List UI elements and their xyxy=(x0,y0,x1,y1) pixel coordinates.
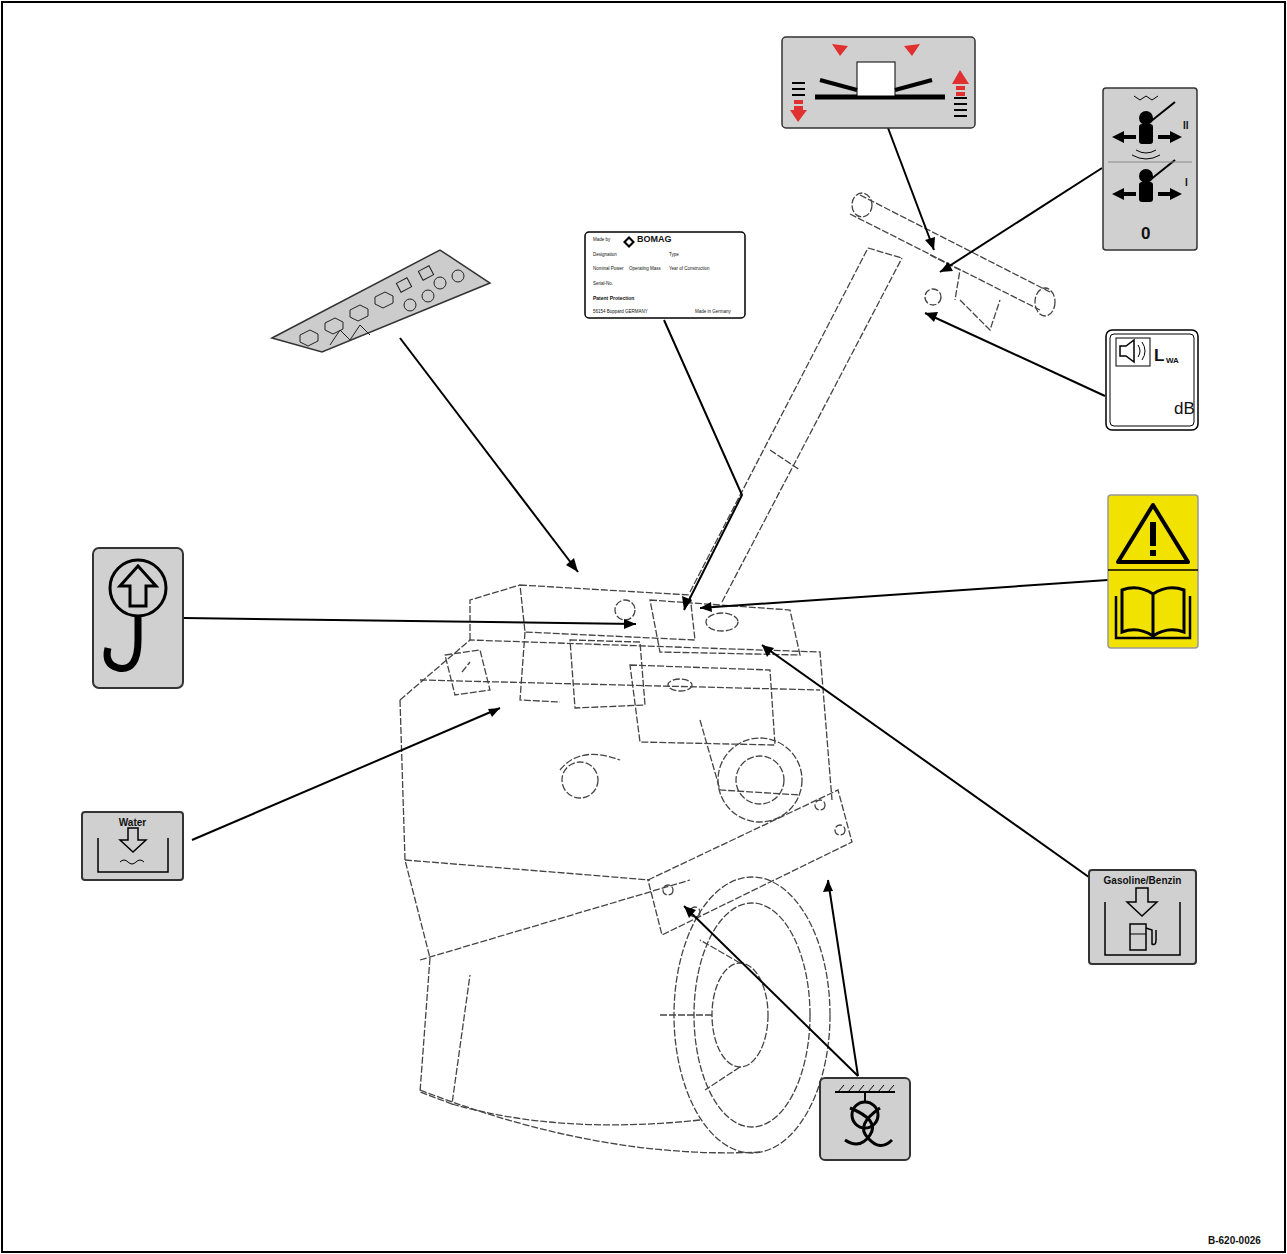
decal-text: Patent Protection xyxy=(593,296,634,301)
arrowheads xyxy=(488,237,953,918)
gasoline-decal: Gasoline/Benzin xyxy=(1089,870,1196,964)
decal-text: dB xyxy=(1174,400,1195,417)
lifting-decal xyxy=(93,548,183,688)
water-decal: Water xyxy=(82,812,183,880)
tiedown-decal xyxy=(820,1078,910,1160)
decal-text: 56154 Boppard GERMANY xyxy=(593,310,648,315)
parts-plate xyxy=(272,250,490,352)
decal-text: Year of Construction xyxy=(669,267,710,272)
decal-text: L xyxy=(1154,347,1164,364)
gasoline-decal xyxy=(1089,870,1196,964)
figure-code: B-620-0026 xyxy=(1208,1236,1261,1246)
decal-text: WA xyxy=(1166,357,1179,365)
decal-text: BOMAG xyxy=(637,235,672,244)
roller-sketch xyxy=(400,193,1055,1153)
decal-text: Designation xyxy=(593,253,617,258)
nameplate xyxy=(585,232,745,318)
water-decal xyxy=(82,812,183,880)
decal-text: Operating Mass xyxy=(629,267,661,272)
decal-text: Water xyxy=(82,818,183,828)
lever-decal xyxy=(1103,88,1197,250)
decal-text: Made by xyxy=(593,238,610,243)
sound-decal xyxy=(1106,330,1198,430)
decal-text: 0 xyxy=(1141,225,1150,242)
lever-decal: III0 xyxy=(1103,88,1197,250)
sound-decal: LWA dB xyxy=(1106,330,1198,430)
decal-text: Serial-No. xyxy=(593,282,613,287)
warning-decal xyxy=(1108,495,1198,648)
leader-lines xyxy=(184,128,1108,1076)
decal-text: Made in Germany xyxy=(695,310,731,315)
decal-text: Gasoline/Benzin xyxy=(1089,876,1196,886)
direction-decal xyxy=(782,37,975,128)
decal-text: II xyxy=(1183,121,1189,131)
decal-text: Nominal Power xyxy=(593,267,624,272)
nameplate: Made by BOMAG Designation TypeNominal Power… xyxy=(585,232,745,318)
decal-text: I xyxy=(1185,178,1188,188)
decal-text: Type xyxy=(669,253,679,258)
